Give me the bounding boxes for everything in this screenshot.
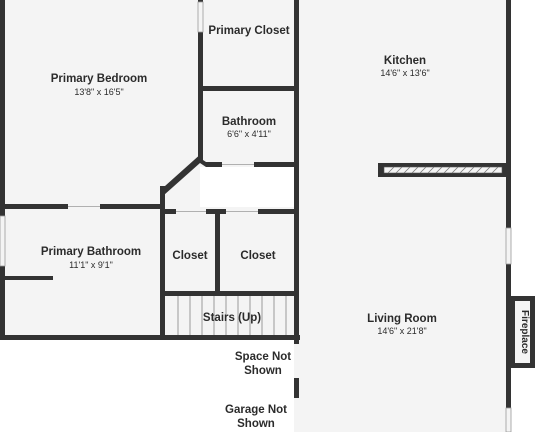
window-primary-bath — [0, 215, 6, 267]
counter-hatch — [387, 166, 499, 174]
kitchen-living-floor — [298, 0, 510, 432]
wall-stairs-top — [164, 291, 298, 296]
wall-closet-bath — [198, 86, 298, 91]
primary-bathroom-dims: 11'1" x 9'1" — [69, 260, 113, 270]
bathroom-name: Bathroom — [222, 116, 276, 128]
wall-bath-partition — [5, 276, 53, 280]
garage-not-shown-line1: Garage Not — [225, 404, 287, 416]
primary-bathroom-name: Primary Bathroom — [41, 246, 141, 258]
kitchen-name: Kitchen — [384, 55, 426, 67]
wall-left-exterior — [0, 0, 5, 340]
kitchen-counter-top — [383, 166, 503, 174]
closet-right-name: Closet — [240, 250, 275, 262]
space-not-shown-line1: Space Not — [235, 351, 291, 363]
window-living — [505, 227, 512, 265]
bathroom-dims: 6'6" x 4'11" — [227, 129, 271, 139]
stairs-name: Stairs (Up) — [203, 312, 261, 324]
door-living-side — [294, 344, 299, 378]
garage-not-shown-line2: Shown — [237, 418, 275, 430]
primary-bedroom-dims: 13'8" x 16'5" — [74, 87, 123, 97]
living-room-name: Living Room — [367, 313, 437, 325]
wall-living-right — [506, 160, 511, 432]
primary-closet-name: Primary Closet — [208, 25, 289, 37]
fireplace-inner — [515, 301, 530, 363]
fireplace-name: Fireplace — [519, 310, 530, 354]
room-labels: Primary Closet Primary Bedroom 13'8" x 1… — [41, 25, 530, 430]
space-not-shown-line2: Shown — [244, 365, 282, 377]
stairs-treads — [177, 296, 287, 336]
living-room-dims: 14'6" x 21'8" — [377, 326, 426, 336]
wall-closet-column-left — [198, 0, 203, 160]
closet-left-name: Closet — [172, 250, 207, 262]
primary-closet-floor — [200, 0, 298, 167]
wall-bottom — [0, 335, 300, 340]
closets-stairs-floor — [164, 207, 298, 338]
wall-primary-bath-right — [160, 186, 165, 340]
window-closet — [197, 1, 204, 33]
door-garage-side — [294, 398, 299, 432]
wall-kitchen-right — [506, 0, 511, 160]
openings — [0, 1, 512, 432]
primary-bathroom-floor — [0, 207, 164, 338]
wall-closet-divider — [215, 209, 220, 293]
wall-central — [294, 0, 299, 432]
kitchen-dims: 14'6" x 13'6" — [380, 68, 429, 78]
primary-bedroom-floor — [0, 0, 200, 207]
window-living-lower — [505, 407, 512, 432]
primary-bedroom-name: Primary Bedroom — [51, 73, 148, 85]
wall-angled — [160, 152, 206, 195]
